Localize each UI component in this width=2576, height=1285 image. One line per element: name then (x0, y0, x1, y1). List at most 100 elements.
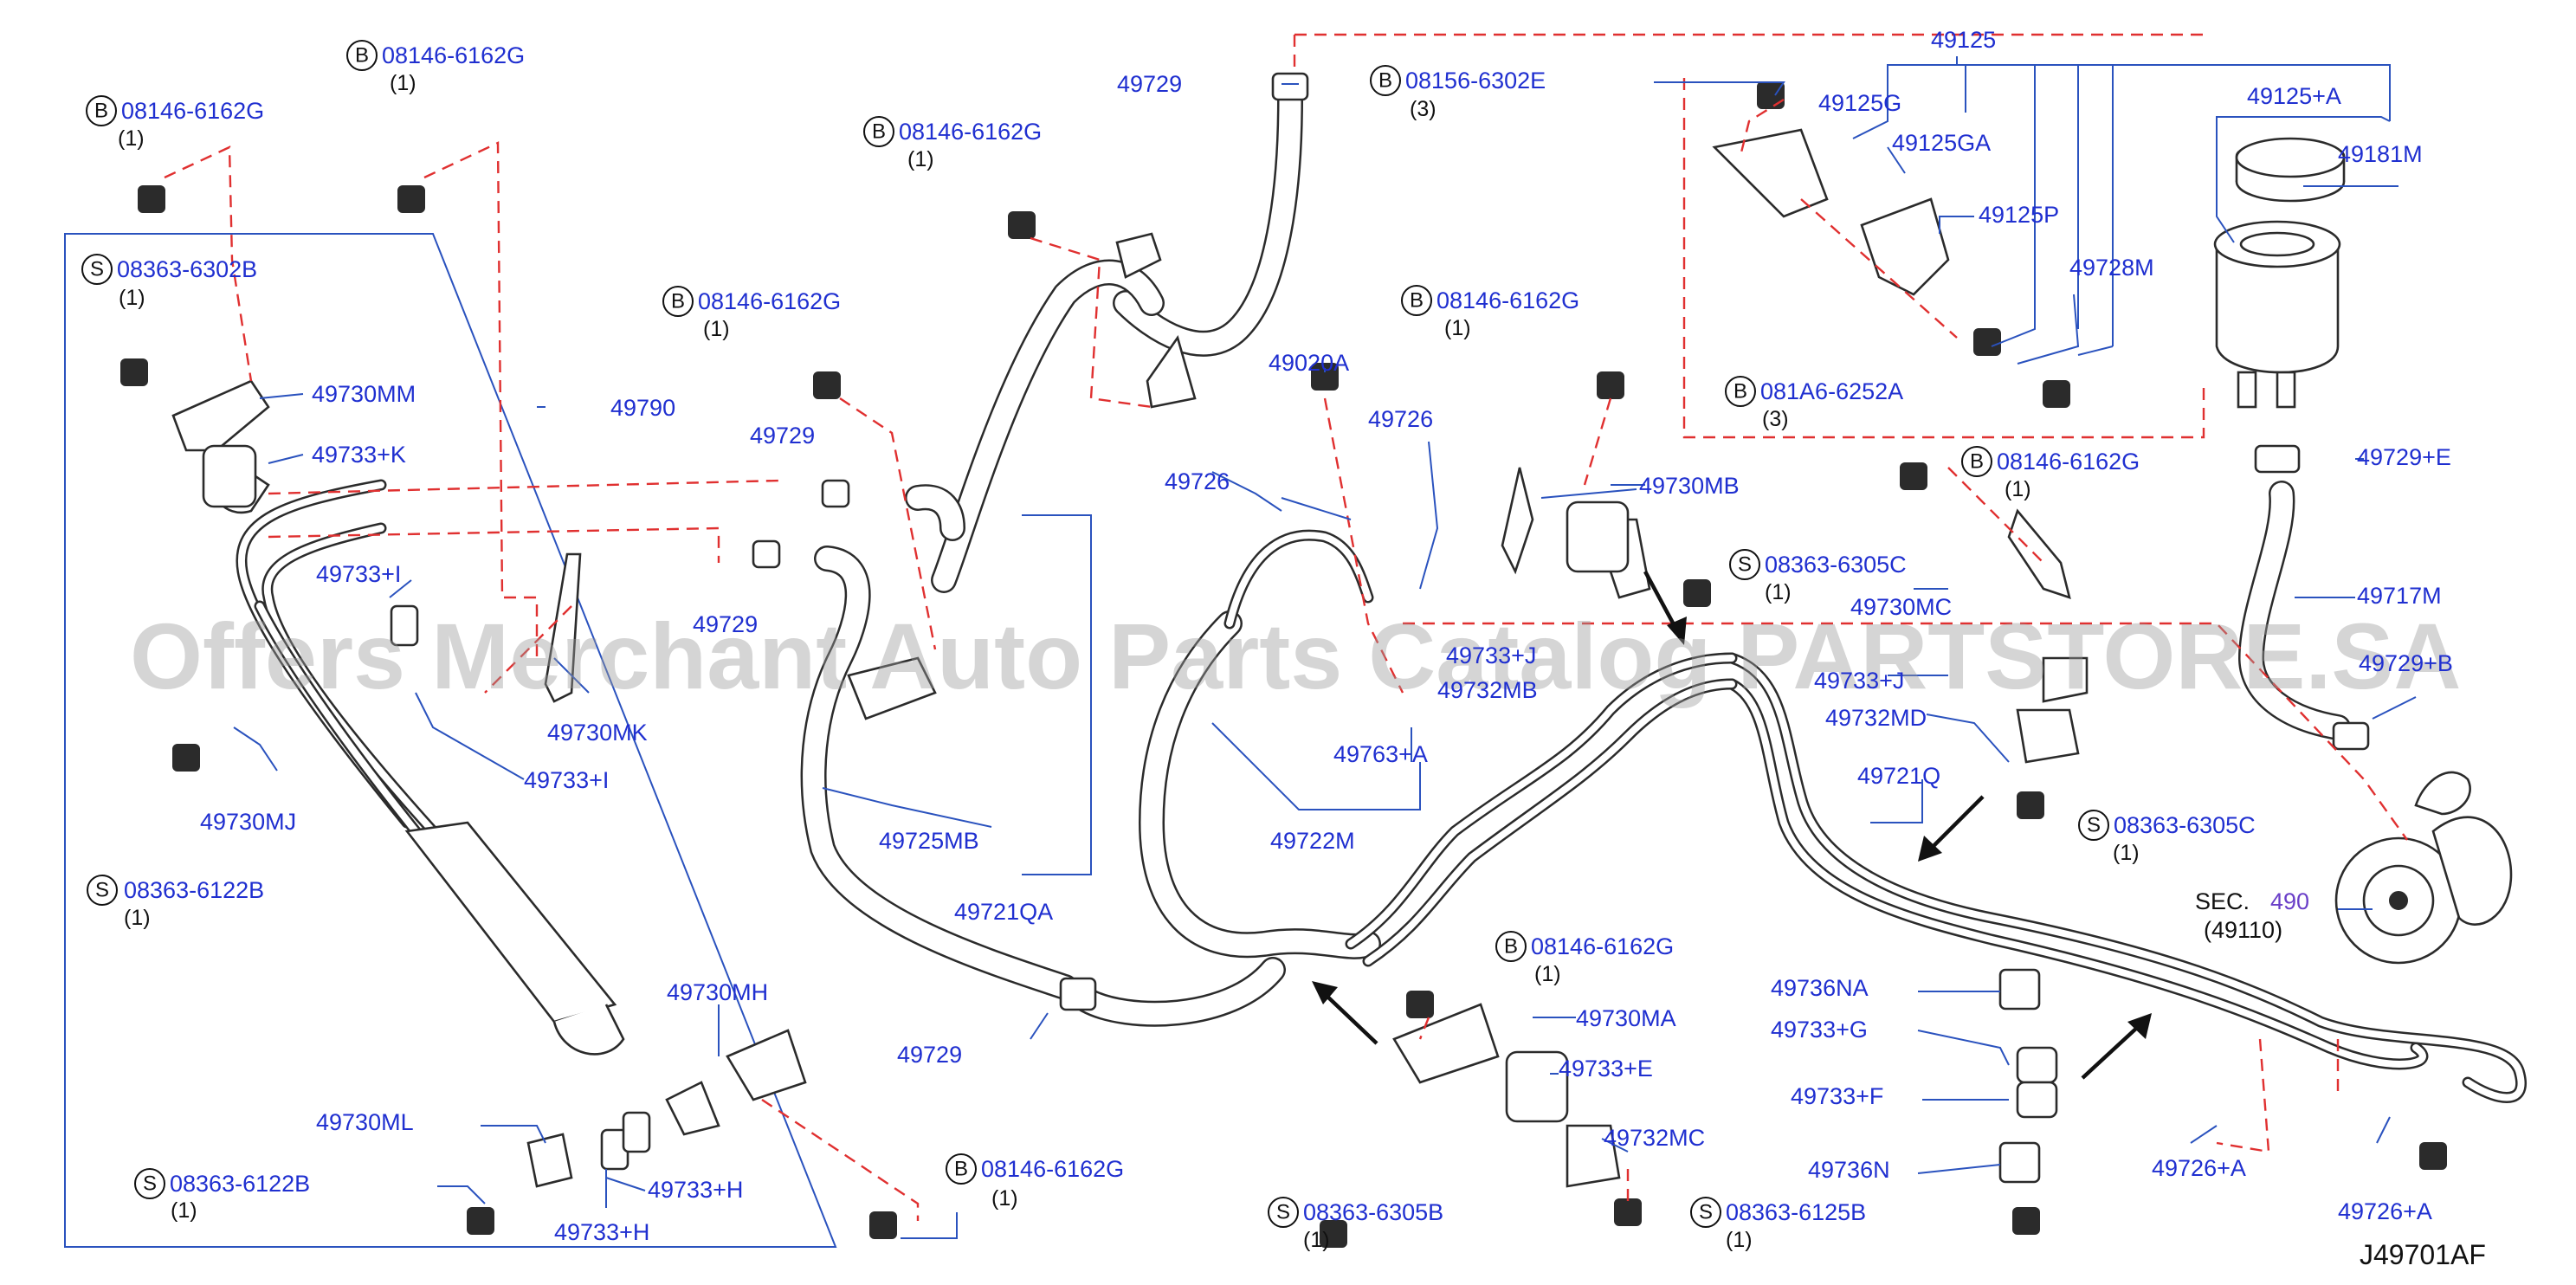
label-49125GA: 49125GA (1892, 130, 1991, 156)
svg-text:S: S (1276, 1201, 1290, 1224)
svg-text:B: B (1733, 380, 1747, 404)
svg-text:08363-6125B: 08363-6125B (1726, 1199, 1866, 1225)
label-49730MB: 49730MB (1639, 473, 1740, 499)
label-49125: 49125 (1931, 27, 1996, 53)
part-labels: 49125 49125+A 49125G 49125GA 49125P 4918… (200, 27, 2453, 1245)
fastener-b1: B 08146-6162G (1) (94, 98, 264, 151)
svg-text:08146-6162G: 08146-6162G (1997, 449, 2140, 475)
fastener-b4: B 08146-6162G (1) (872, 119, 1042, 171)
callout-circles (81, 40, 2109, 1228)
label-49736N: 49736N (1808, 1157, 1890, 1183)
label-49730MK: 49730MK (547, 720, 648, 746)
label-49732MC: 49732MC (1604, 1125, 1705, 1151)
svg-text:08156-6302E: 08156-6302E (1405, 68, 1546, 94)
diagram-id: J49701AF (2360, 1239, 2486, 1270)
label-49728M: 49728M (2069, 255, 2154, 281)
cooler-49790 (404, 821, 625, 1056)
svg-text:(3): (3) (1410, 97, 1436, 121)
svg-text:S: S (2087, 814, 2101, 837)
svg-text:SEC.: SEC. (2195, 888, 2250, 914)
svg-text:08146-6162G: 08146-6162G (698, 288, 841, 314)
label-49729-mid: 49729 (750, 423, 815, 449)
hose-49729-lower (1074, 957, 1286, 1027)
label-49125P: 49125P (1979, 202, 2059, 228)
svg-text:S: S (1738, 553, 1752, 577)
fastener-b8: B 08146-6162G (1) (1410, 287, 1579, 340)
direction-arrows (1312, 570, 2152, 1080)
label-49730MJ: 49730MJ (200, 809, 296, 835)
svg-text:(1): (1) (1303, 1228, 1330, 1252)
suction-hose-upper (1113, 87, 1303, 357)
fastener-s7: S 08363-6125B (1) (1699, 1199, 1866, 1252)
label-49733F: 49733+F (1791, 1083, 1883, 1109)
svg-text:B: B (1410, 289, 1424, 313)
svg-text:S: S (1699, 1201, 1713, 1224)
label-49733J-right-partial: 49733+J (1814, 668, 1904, 694)
svg-text:(1): (1) (1726, 1228, 1753, 1252)
fastener-b9: B 08146-6162G (1) (1970, 449, 2140, 501)
label-49733I-b: 49733+I (524, 767, 609, 793)
svg-text:B: B (671, 290, 685, 313)
label-49733H-b: 49733+H (554, 1219, 649, 1245)
svg-text:B: B (355, 44, 369, 68)
section-reference: SEC. 490 (49110) (2195, 888, 2309, 943)
label-49181M: 49181M (2338, 141, 2423, 167)
label-49790: 49790 (610, 395, 675, 421)
label-49733K: 49733+K (312, 442, 406, 468)
svg-text:08363-6305C: 08363-6305C (2114, 812, 2256, 838)
svg-text:08146-6162G: 08146-6162G (981, 1156, 1124, 1182)
svg-text:B: B (1970, 450, 1984, 474)
label-49730MH: 49730MH (667, 979, 768, 1005)
svg-text:08146-6162G: 08146-6162G (1436, 287, 1579, 313)
label-49726-b: 49726 (1165, 468, 1230, 494)
hose-clamps (752, 72, 2370, 1011)
svg-text:08146-6162G: 08146-6162G (121, 98, 264, 124)
hose-49722M (1139, 610, 1381, 959)
reservoir-group-dashed-frame (1682, 78, 2205, 439)
bracket-group-dashed-frame (1293, 33, 2208, 69)
svg-text:(1): (1) (1534, 962, 1561, 986)
leader-lines (233, 56, 2417, 1239)
label-49729-bottom: 49729 (897, 1042, 962, 1068)
fastener-b3: B 08146-6162G (1) (954, 1156, 1124, 1211)
return-hose-left (800, 546, 1078, 1000)
svg-text:08363-6302B: 08363-6302B (117, 256, 257, 282)
svg-text:08146-6162G: 08146-6162G (1531, 933, 1674, 959)
fastener-b10: B 08146-6162G (1) (1504, 933, 1674, 986)
label-49733E: 49733+E (1559, 1056, 1653, 1082)
fastener-s4: S 08363-6305C (1) (1738, 552, 1907, 604)
label-49733G: 49733+G (1771, 1017, 1868, 1043)
svg-text:(1): (1) (907, 147, 934, 171)
label-49732MD: 49732MD (1825, 705, 1927, 731)
hose-49717M (2238, 481, 2351, 740)
label-49729B-partial: 49729+B (2359, 650, 2453, 676)
label-49736NA: 49736NA (1771, 975, 1869, 1001)
label-49730MM: 49730MM (312, 381, 416, 407)
reservoir-tank (2213, 220, 2341, 409)
svg-text:(1): (1) (118, 126, 145, 151)
svg-text:(1): (1) (119, 286, 145, 310)
label-49726A-b: 49726+A (2338, 1198, 2432, 1224)
svg-text:08363-6122B: 08363-6122B (170, 1171, 310, 1197)
fastener-b7: B 081A6-6252A (3) (1733, 378, 1903, 431)
label-49730MC: 49730MC (1850, 594, 1952, 620)
label-49733J-partial: 49733+J (1446, 642, 1536, 668)
rubber-insulators (202, 444, 2058, 1184)
svg-text:(1): (1) (991, 1186, 1018, 1211)
label-49717M: 49717M (2357, 583, 2442, 609)
fastener-b5: B 08156-6302E (3) (1378, 68, 1546, 121)
svg-text:(1): (1) (390, 71, 416, 95)
reservoir-cap (2235, 137, 2346, 203)
pipe-center-cross (1345, 652, 1738, 967)
svg-text:08146-6162G: 08146-6162G (382, 42, 525, 68)
svg-text:B: B (954, 1158, 968, 1181)
svg-text:08363-6122B: 08363-6122B (124, 877, 264, 903)
watermark: Offers Merchant Auto Parts Catalog PARTS… (130, 604, 2461, 708)
svg-text:B: B (872, 120, 886, 144)
fastener-s6: S 08363-6305B (1) (1276, 1199, 1443, 1252)
fastener-b2: B 08146-6162G (1) (355, 42, 525, 95)
label-49722M: 49722M (1270, 828, 1355, 854)
svg-text:(1): (1) (703, 317, 730, 341)
svg-text:(1): (1) (1444, 316, 1471, 340)
